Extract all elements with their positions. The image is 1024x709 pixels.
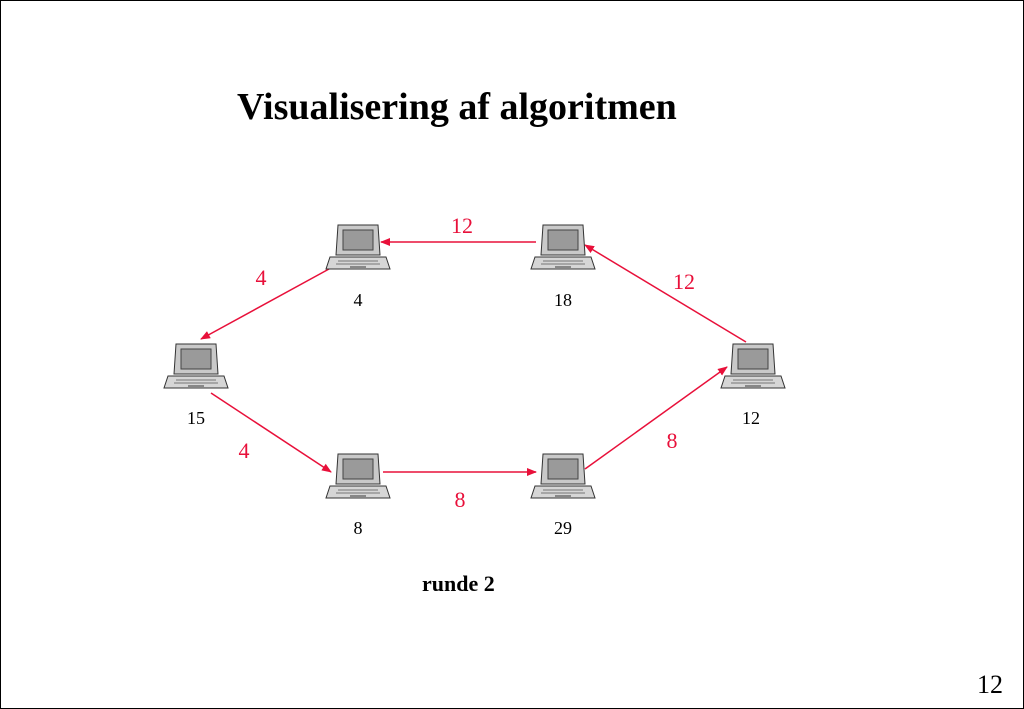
laptop-icon bbox=[325, 224, 391, 270]
edge-arrow-top-left-to-left bbox=[200, 268, 330, 340]
node-label-bottom-right: 29 bbox=[554, 518, 572, 538]
node-label-left: 15 bbox=[187, 408, 205, 428]
laptop-icon bbox=[530, 224, 596, 270]
node-label-top-left: 4 bbox=[354, 290, 363, 310]
node-label-bottom-left: 8 bbox=[354, 518, 363, 538]
laptop-icon bbox=[325, 453, 391, 499]
edge-label-top-left-to-left: 4 bbox=[256, 265, 267, 290]
edges-layer: 12 4 12 4 8 8 bbox=[200, 213, 747, 512]
laptop-icon bbox=[530, 453, 596, 499]
laptop-icon bbox=[163, 343, 229, 389]
page-number: 12 bbox=[977, 670, 1003, 699]
edge-arrow-left-to-bottom-left bbox=[210, 392, 332, 473]
edge-label-left-to-bottom-left: 4 bbox=[239, 438, 250, 463]
edge-label-bottom-right-to-right: 8 bbox=[667, 428, 678, 453]
edge-label-bottom-left-to-bottom-right: 8 bbox=[455, 487, 466, 512]
round-caption: runde 2 bbox=[422, 571, 495, 596]
node-label-right: 12 bbox=[742, 408, 760, 428]
slide-title: Visualisering af algoritmen bbox=[237, 86, 677, 128]
laptop-icon bbox=[720, 343, 786, 389]
edge-label-right-to-top-right: 12 bbox=[673, 269, 695, 294]
nodes-layer: 4 18 15 12 8 29 bbox=[163, 224, 786, 538]
edge-label-top-right-to-top-left: 12 bbox=[451, 213, 473, 238]
edge-arrow-bottom-right-to-right bbox=[584, 366, 728, 470]
edge-arrow-right-to-top-right bbox=[584, 244, 747, 343]
node-label-top-right: 18 bbox=[554, 290, 572, 310]
